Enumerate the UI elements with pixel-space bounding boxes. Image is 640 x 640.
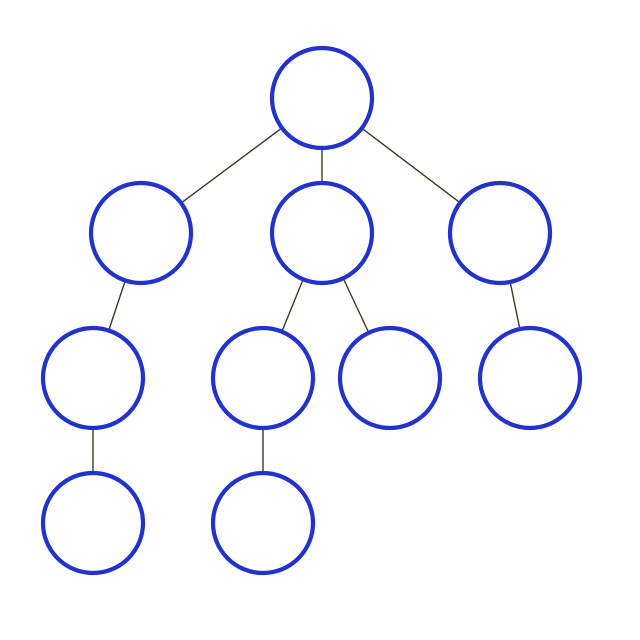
graph-node[interactable] bbox=[337, 325, 443, 431]
graph-edge bbox=[359, 126, 463, 205]
graph-node[interactable] bbox=[269, 180, 375, 286]
node-circle[interactable] bbox=[269, 45, 375, 151]
graph-edge bbox=[509, 279, 521, 332]
node-circle[interactable] bbox=[447, 180, 553, 286]
node-circle[interactable] bbox=[477, 325, 583, 431]
graph-node[interactable] bbox=[40, 470, 146, 576]
graph-edge bbox=[107, 278, 127, 333]
node-circle[interactable] bbox=[88, 180, 194, 286]
node-circle[interactable] bbox=[269, 180, 375, 286]
graph-edge bbox=[178, 126, 285, 205]
node-circle[interactable] bbox=[210, 470, 316, 576]
graph-node[interactable] bbox=[269, 45, 375, 151]
node-circle[interactable] bbox=[337, 325, 443, 431]
graph-node[interactable] bbox=[40, 325, 146, 431]
graph-edge bbox=[280, 277, 305, 334]
node-layer bbox=[40, 45, 583, 576]
node-circle[interactable] bbox=[40, 470, 146, 576]
node-circle[interactable] bbox=[40, 325, 146, 431]
graph-node[interactable] bbox=[210, 325, 316, 431]
node-circle[interactable] bbox=[210, 325, 316, 431]
graph-node[interactable] bbox=[477, 325, 583, 431]
graph-edge bbox=[341, 276, 371, 335]
graph-node[interactable] bbox=[210, 470, 316, 576]
graph-node[interactable] bbox=[88, 180, 194, 286]
edge-layer bbox=[92, 126, 521, 476]
graph-node[interactable] bbox=[447, 180, 553, 286]
